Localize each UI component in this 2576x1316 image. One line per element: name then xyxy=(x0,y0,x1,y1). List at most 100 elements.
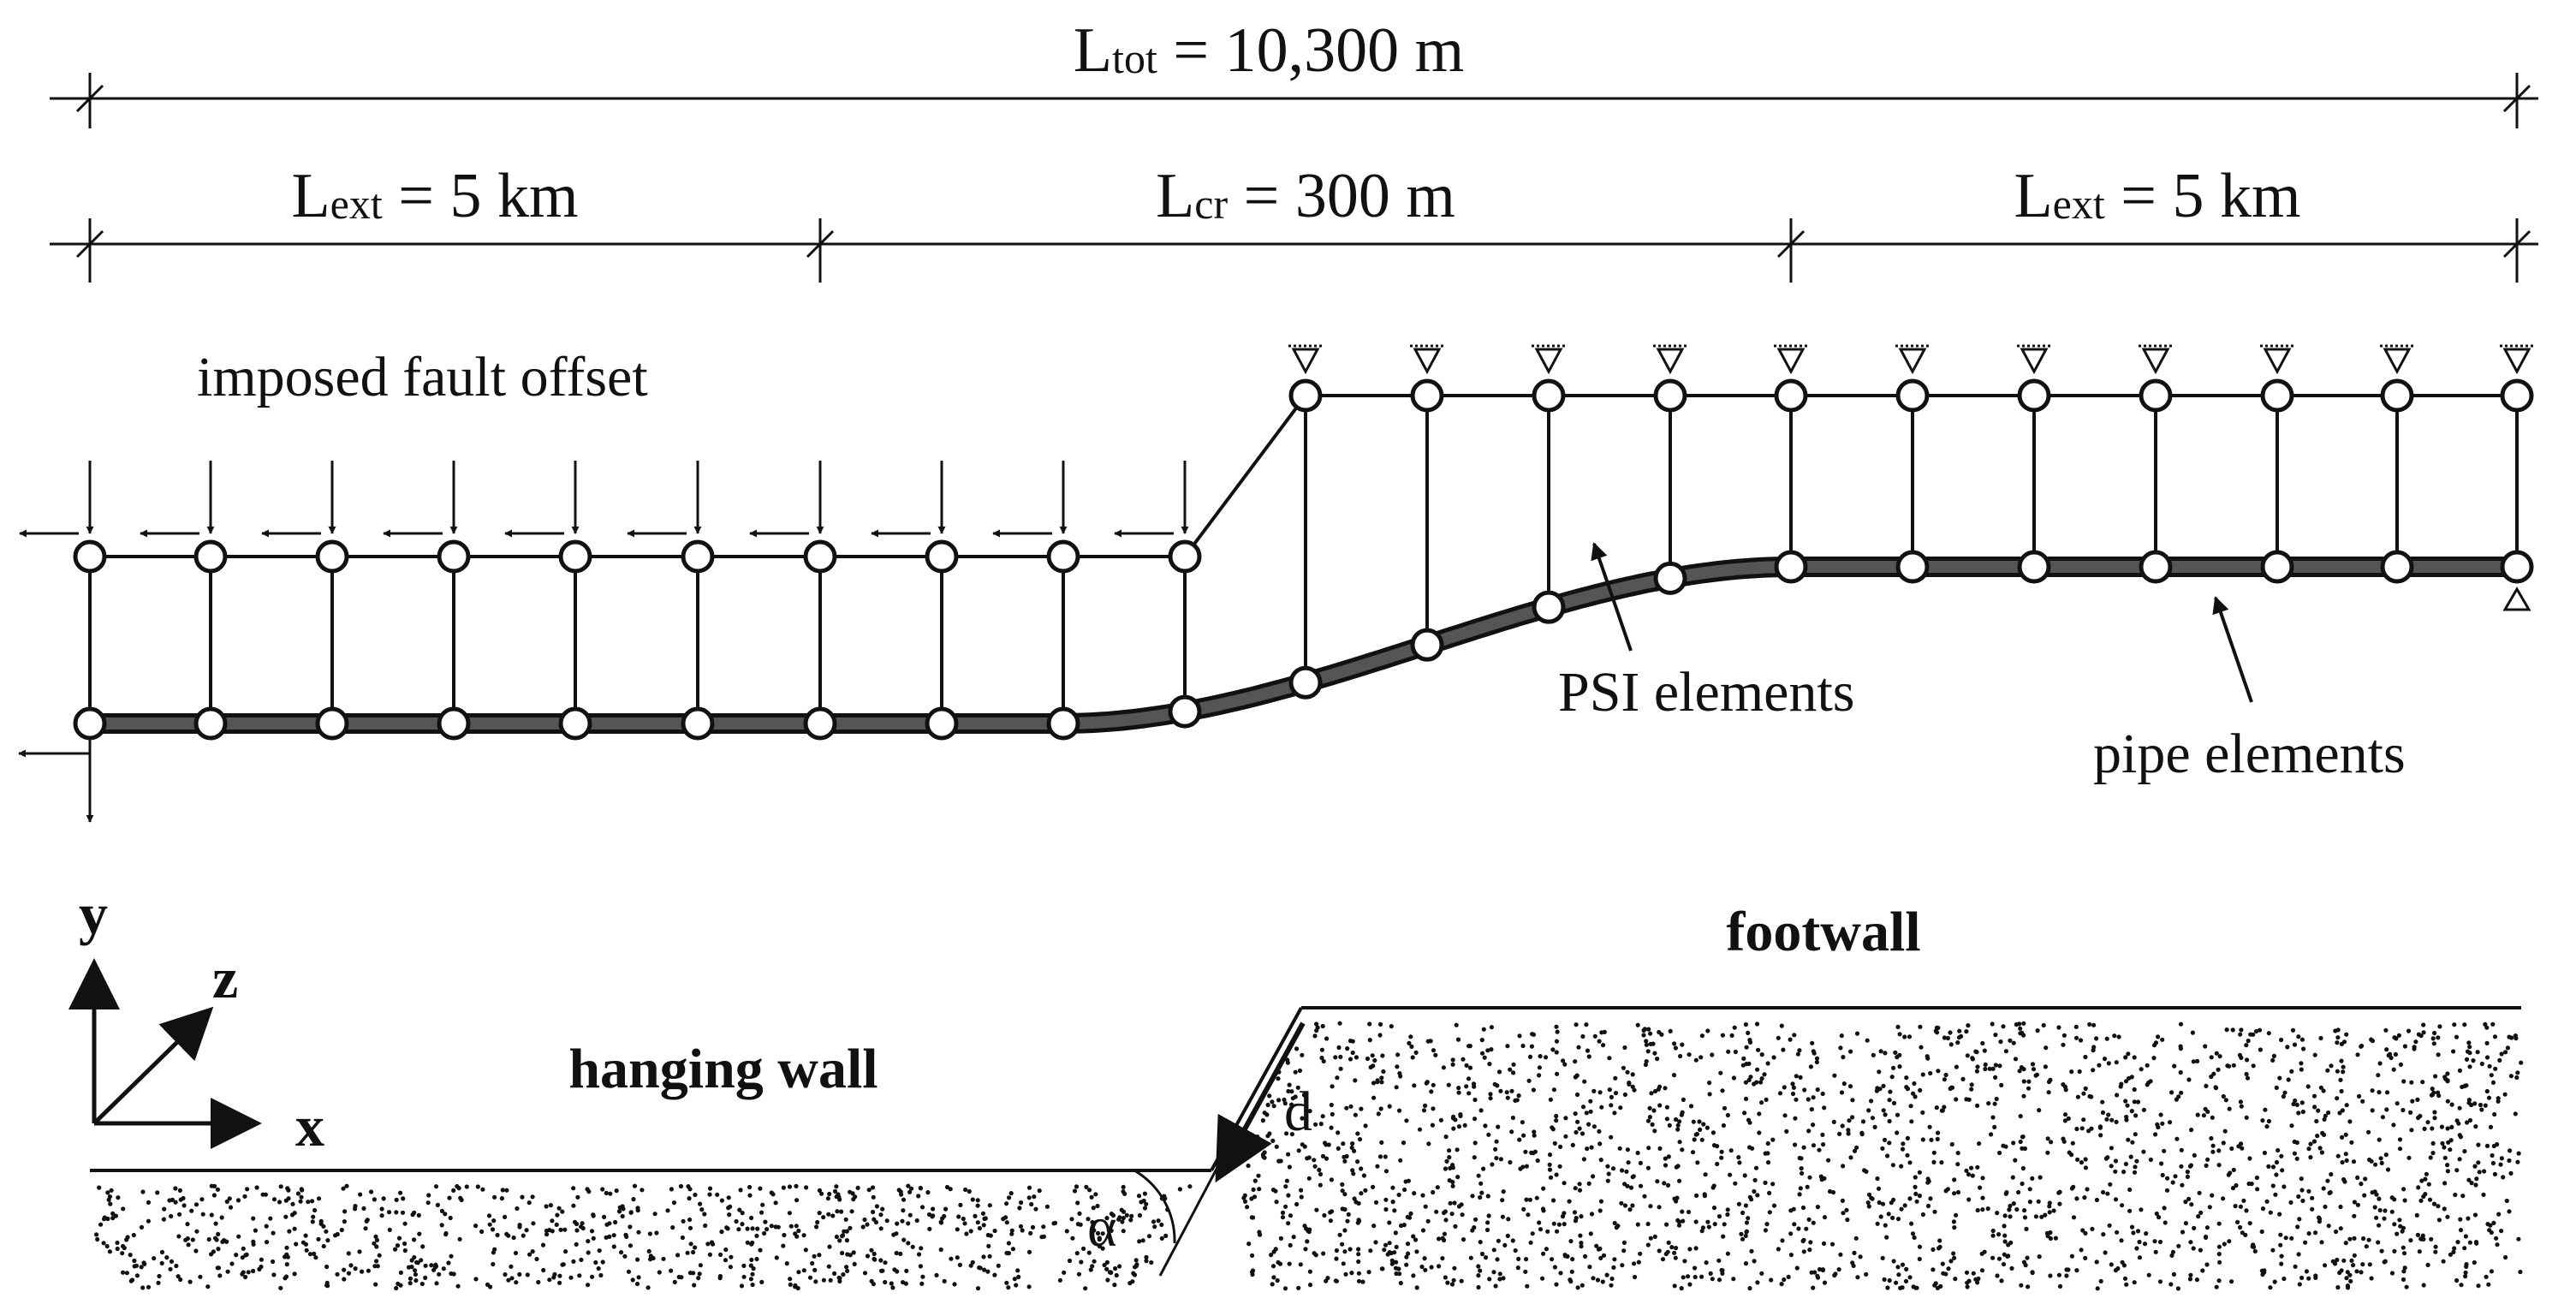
soil-dot xyxy=(1334,1278,1339,1283)
soil-dot xyxy=(1078,1222,1083,1227)
soil-dot xyxy=(1865,1038,1870,1043)
soil-dot xyxy=(2402,1198,2407,1203)
soil-dot xyxy=(1648,1204,1653,1209)
soil-dot xyxy=(1440,1256,1445,1261)
soil-dot xyxy=(139,1224,145,1230)
soil-dot xyxy=(1940,1261,1945,1266)
soil-dot xyxy=(2483,1103,2488,1108)
soil-dot xyxy=(544,1204,549,1209)
soil-dot xyxy=(1613,1075,1618,1081)
soil-dot xyxy=(1917,1256,1922,1262)
node-pipe xyxy=(681,706,715,741)
soil-dot xyxy=(2087,1021,2092,1027)
soil-dot xyxy=(1289,1102,1294,1107)
soil-dot xyxy=(1756,1047,1761,1052)
soil-dot xyxy=(1920,1137,1925,1142)
soil-dot xyxy=(2027,1200,2032,1205)
soil-dot xyxy=(544,1232,550,1237)
soil-dot xyxy=(1513,1098,1518,1103)
soil-dot xyxy=(1726,1049,1731,1054)
soil-dot xyxy=(1133,1258,1139,1263)
soil-dot xyxy=(669,1268,674,1273)
soil-dot xyxy=(1562,1181,1567,1186)
soil-dot xyxy=(503,1271,508,1277)
soil-dot xyxy=(1017,1206,1022,1211)
soil-dot xyxy=(1314,1028,1319,1033)
soil-dot xyxy=(2508,1148,2513,1153)
soil-dot xyxy=(1662,1181,1667,1186)
soil-dot xyxy=(1597,1208,1603,1213)
soil-dot xyxy=(1907,1160,1913,1165)
soil-dot xyxy=(2442,1181,2448,1186)
soil-dot xyxy=(1320,1153,1326,1158)
soil-dot xyxy=(2007,1207,2012,1212)
soil-dot xyxy=(2319,1150,2324,1155)
soil-dot xyxy=(287,1229,292,1234)
soil-dot xyxy=(1295,1085,1300,1090)
soil-dot xyxy=(2311,1139,2317,1144)
soil-dot xyxy=(278,1184,283,1189)
soil-dot xyxy=(159,1249,165,1255)
soil-dot xyxy=(1912,1235,1917,1240)
soil-dot xyxy=(1282,1286,1288,1291)
node-pipe xyxy=(2380,550,2414,584)
soil-dot xyxy=(1621,1065,1626,1070)
node-pipe xyxy=(1168,694,1202,729)
soil-dot xyxy=(906,1183,911,1188)
soil-dot xyxy=(616,1209,622,1214)
soil-dot xyxy=(2412,1046,2417,1051)
soil-dot xyxy=(2062,1112,2068,1117)
soil-dot xyxy=(810,1260,815,1266)
soil-dot xyxy=(107,1249,112,1254)
soil-dot xyxy=(1296,1148,1301,1153)
soil-dot xyxy=(1576,1045,1581,1050)
soil-dot xyxy=(2312,1052,2317,1057)
soil-dot xyxy=(1352,1148,1357,1153)
soil-dot xyxy=(97,1185,102,1190)
soil-dot xyxy=(1642,1027,1647,1032)
soil-dot xyxy=(598,1272,604,1278)
soil-dot xyxy=(640,1188,645,1193)
soil-dot xyxy=(2210,1143,2216,1148)
soil-dot xyxy=(1557,1164,1562,1169)
soil-dot xyxy=(1329,1125,1334,1130)
soil-dot xyxy=(1887,1118,1892,1124)
soil-dot xyxy=(1882,1277,1887,1282)
soil-dot xyxy=(1673,1255,1678,1260)
soil-dot xyxy=(1531,1087,1536,1093)
soil-dot xyxy=(2493,1066,2498,1071)
soil-dot xyxy=(2157,1279,2163,1284)
soil-dot xyxy=(1782,1277,1787,1283)
soil-dot xyxy=(2274,1085,2279,1090)
soil-dot xyxy=(456,1186,461,1191)
soil-dot xyxy=(2207,1205,2212,1210)
soil-dot xyxy=(1597,1039,1602,1044)
soil-dot xyxy=(1649,1091,1654,1096)
soil-dot xyxy=(375,1264,380,1269)
soil-dot xyxy=(2195,1112,2200,1117)
soil-dot xyxy=(2451,1049,2456,1054)
soil-dot xyxy=(871,1282,877,1287)
soil-dot xyxy=(626,1269,632,1274)
soil-dot xyxy=(1472,1155,1477,1160)
soil-dot xyxy=(321,1243,326,1249)
soil-dot xyxy=(1470,1228,1475,1233)
node-pipe xyxy=(73,706,107,741)
soil-dot xyxy=(1952,1191,1957,1196)
soil-dot xyxy=(1574,1092,1580,1098)
soil-dot xyxy=(209,1183,214,1188)
soil-dot xyxy=(2421,1283,2426,1288)
soil-dot xyxy=(2337,1111,2342,1116)
soil-dot xyxy=(2448,1147,2453,1152)
soil-dot xyxy=(1004,1280,1009,1285)
soil-dot xyxy=(871,1194,876,1200)
soil-dot xyxy=(2311,1093,2317,1099)
soil-dot xyxy=(1284,1131,1289,1136)
soil-dot xyxy=(1694,1193,1699,1198)
soil-dot xyxy=(1478,1194,1483,1200)
soil-dot xyxy=(1698,1055,1704,1060)
soil-dot xyxy=(2146,1272,2151,1277)
soil-dot xyxy=(1450,1163,1455,1168)
soil-dot xyxy=(878,1226,883,1231)
soil-dot xyxy=(416,1212,421,1218)
